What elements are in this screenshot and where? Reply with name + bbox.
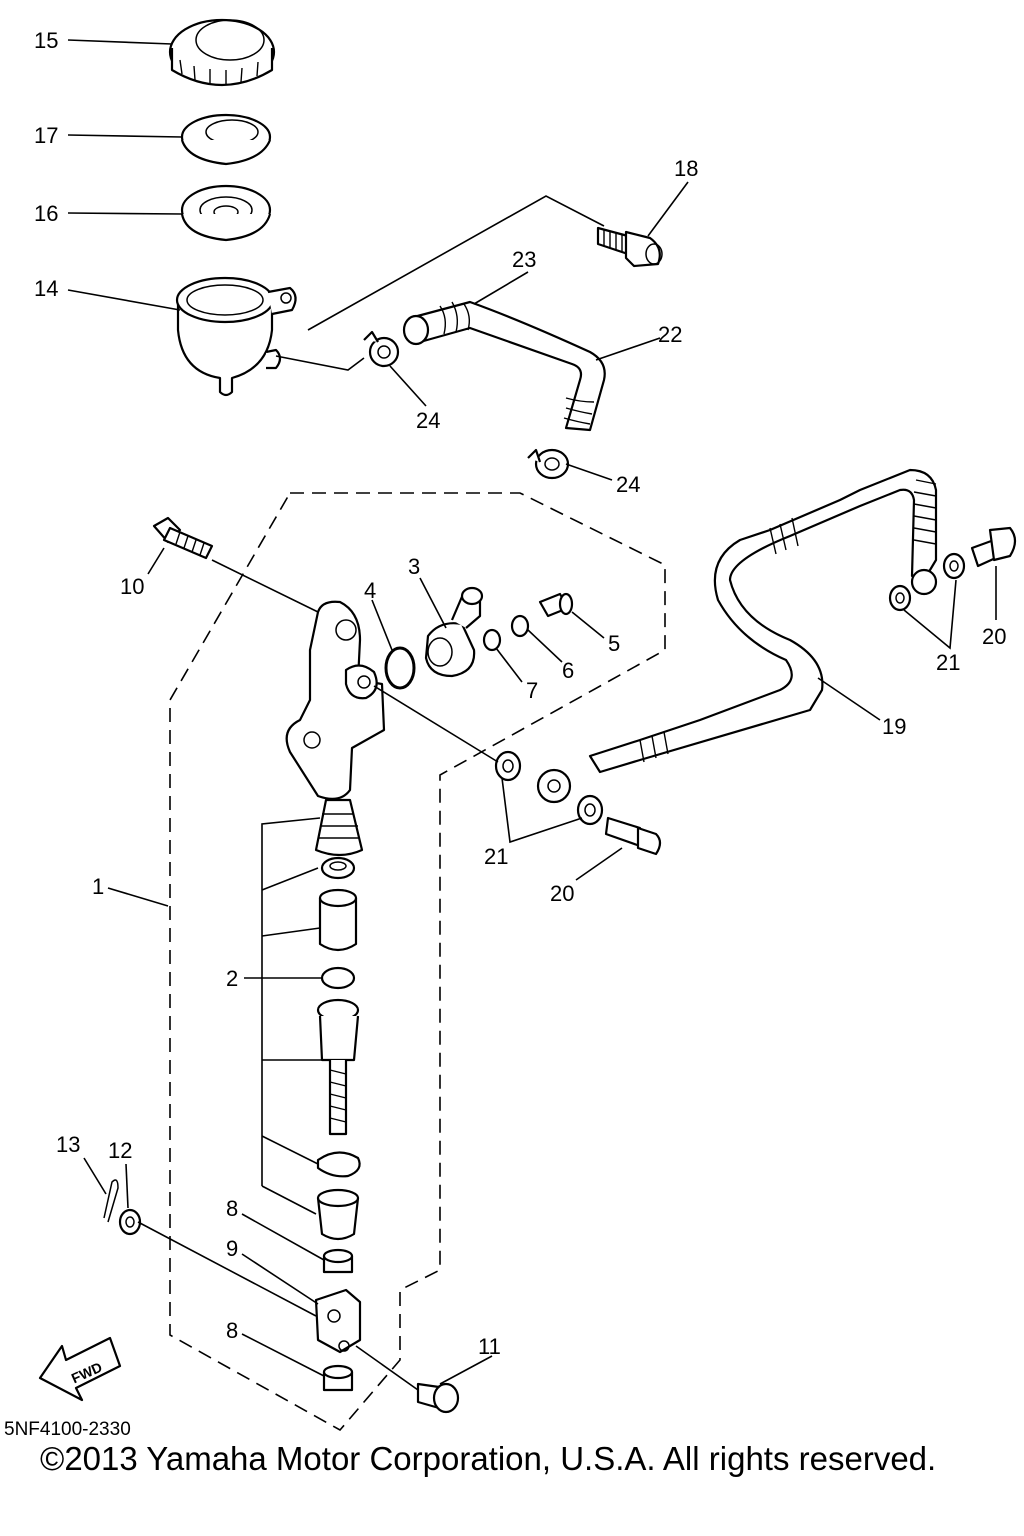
callout-22: 22 xyxy=(658,322,682,347)
leader-lines xyxy=(67,39,997,1391)
callout-9: 9 xyxy=(226,1236,238,1261)
part-11-pin xyxy=(416,1382,460,1414)
master-cylinder-body xyxy=(285,600,386,801)
part-12-washer xyxy=(118,1208,142,1236)
part-8-nut-upper xyxy=(322,1248,354,1274)
part-2-piston-kit xyxy=(314,798,364,1241)
callout-18: 18 xyxy=(674,156,698,181)
callout-2: 2 xyxy=(226,966,238,991)
callout-24b: 24 xyxy=(616,472,640,497)
callout-8b: 8 xyxy=(226,1318,238,1343)
diagram-code: 5NF4100-2330 xyxy=(4,1419,131,1440)
copyright-notice: ©2013 Yamaha Motor Corporation, U.S.A. A… xyxy=(40,1440,937,1477)
callout-7: 7 xyxy=(526,678,538,703)
part-21-washers-upper xyxy=(888,552,966,612)
assembly-boundary xyxy=(169,492,666,1432)
callout-12: 12 xyxy=(108,1138,132,1163)
callout-20b: 20 xyxy=(982,624,1006,649)
part-20-banjo-bolt-upper xyxy=(970,526,1017,568)
callout-16: 16 xyxy=(34,201,58,226)
callout-21b: 21 xyxy=(936,650,960,675)
callout-3: 3 xyxy=(408,554,420,579)
callout-11: 11 xyxy=(478,1334,501,1359)
part-8-nut-lower xyxy=(322,1364,354,1392)
callout-1: 1 xyxy=(92,874,104,899)
part-21-washers-lower xyxy=(494,750,604,826)
part-19-brake-hose xyxy=(536,468,938,804)
part-18-bolt xyxy=(596,226,663,268)
part-24-clamp-lower xyxy=(527,448,570,480)
part-24-clamp-upper xyxy=(363,330,400,368)
part-4-o-ring xyxy=(384,646,416,690)
callout-10: 10 xyxy=(120,574,144,599)
callout-23: 23 xyxy=(512,247,536,272)
callout-17: 17 xyxy=(34,123,58,148)
fwd-arrow-icon: FWD xyxy=(38,1336,122,1402)
callout-14: 14 xyxy=(34,276,58,301)
callout-21a: 21 xyxy=(484,844,508,869)
part-5-screw xyxy=(538,592,574,618)
part-15-reservoir-cap xyxy=(168,18,276,86)
callout-4: 4 xyxy=(364,578,376,603)
part-7-washer xyxy=(482,628,502,652)
part-23-hose xyxy=(402,300,606,432)
part-16-diaphragm xyxy=(180,184,272,242)
callout-13: 13 xyxy=(56,1132,80,1157)
callout-20a: 20 xyxy=(550,881,574,906)
part-13-cotter-pin xyxy=(103,1179,119,1223)
callout-19: 19 xyxy=(882,714,906,739)
part-3-union xyxy=(424,586,484,678)
part-10-bolt xyxy=(152,516,214,560)
callout-24a: 24 xyxy=(416,408,440,433)
callout-6: 6 xyxy=(562,658,574,683)
callout-8a: 8 xyxy=(226,1196,238,1221)
callout-labels: 15 17 16 14 18 23 22 24 24 10 4 3 5 6 7 … xyxy=(34,28,1006,1359)
part-6-washer xyxy=(510,614,530,638)
callout-5: 5 xyxy=(608,631,620,656)
part-14-reservoir xyxy=(175,276,297,397)
callout-15: 15 xyxy=(34,28,58,53)
part-20-banjo-bolt-lower xyxy=(604,816,662,856)
part-9-clevis xyxy=(314,1288,362,1354)
part-17-plate xyxy=(180,113,272,166)
